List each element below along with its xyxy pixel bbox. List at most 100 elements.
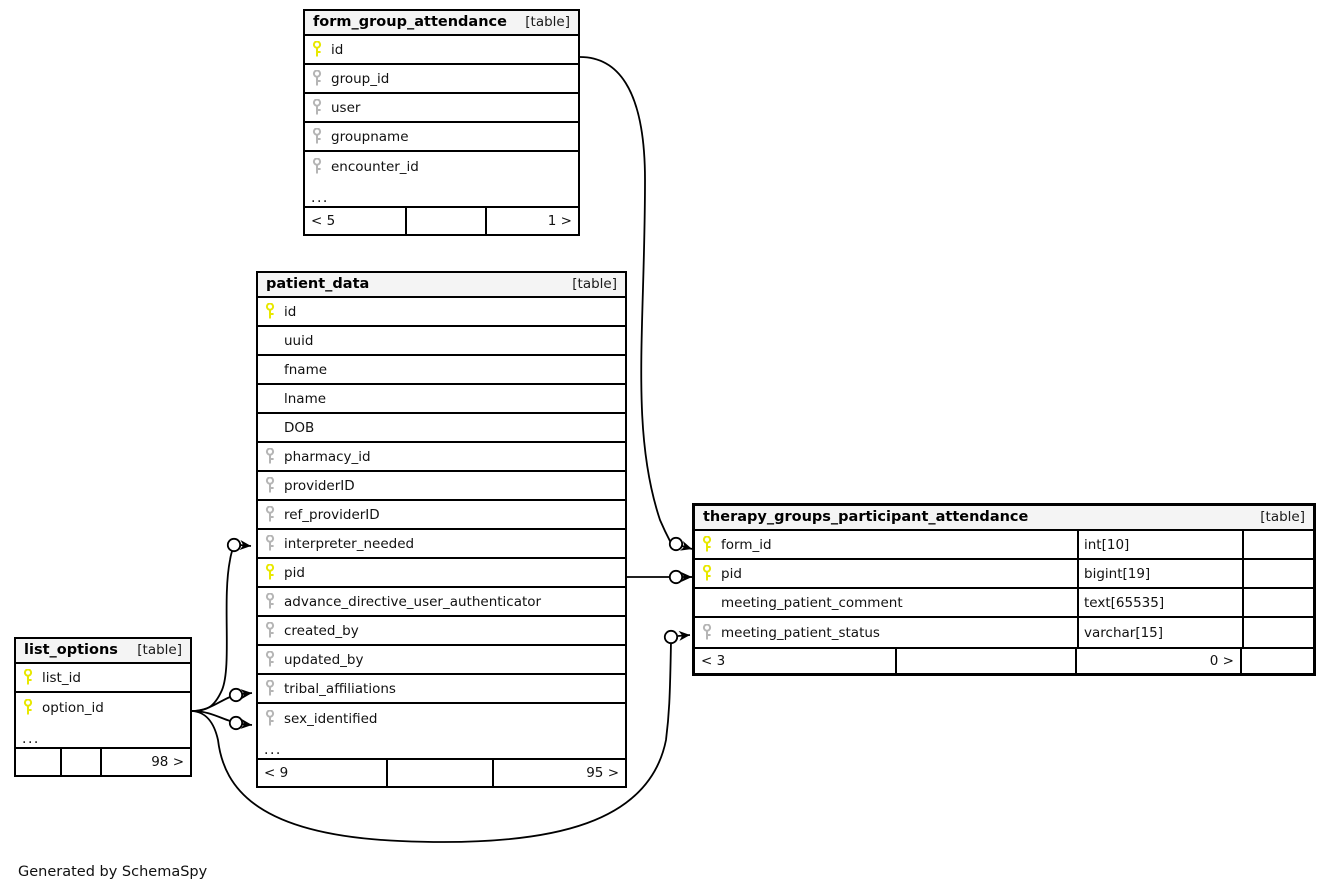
column-extra [1242,531,1313,558]
column-name: created_by [284,622,359,639]
table-row[interactable]: ref_providerID [258,501,625,530]
table-header-patient_data: patient_data [table] [258,273,625,298]
footer-middle [60,749,100,775]
column-name: lname [284,390,327,407]
table-row[interactable]: id [258,298,625,327]
column-name: pid [284,564,305,581]
table-list_options[interactable]: list_options [table] list_id option_id .… [14,637,192,777]
foreign-key-icon [305,158,329,175]
primary-key-icon [695,565,719,582]
table-row[interactable]: tribal_affiliations [258,675,625,704]
table-row[interactable]: pid [258,559,625,588]
table-form_group_attendance[interactable]: form_group_attendance [table] id group_i… [303,9,580,236]
column-name: meeting_patient_comment [721,594,903,611]
foreign-key-icon [258,506,282,523]
table-row[interactable]: interpreter_needed [258,530,625,559]
foreign-key-icon [695,624,719,641]
table-row[interactable]: pid bigint[19] [695,560,1313,589]
table-row[interactable]: encounter_id [305,152,578,181]
table-row[interactable]: updated_by [258,646,625,675]
column-name: id [284,303,297,320]
table-row[interactable]: pharmacy_id [258,443,625,472]
footer-children-count[interactable]: 98 > [100,749,190,775]
table-row[interactable]: option_id [16,693,190,722]
table-row[interactable]: id [305,36,578,65]
column-name: user [331,99,361,116]
column-name: tribal_affiliations [284,680,396,697]
footer-parents-count[interactable]: < 9 [264,765,289,781]
primary-key-icon [16,669,40,686]
table-row[interactable]: meeting_patient_comment text[65535] [695,589,1313,618]
column-list: list_id option_id [16,664,190,722]
table-row[interactable]: providerID [258,472,625,501]
primary-key-icon [305,41,329,58]
table-row[interactable]: list_id [16,664,190,693]
connector-listoptions-to-tribal-affiliations [191,687,253,712]
table-row[interactable]: lname [258,385,625,414]
footer-parents-count[interactable] [16,749,60,775]
foreign-key-icon [258,710,282,727]
table-title: patient_data [266,276,370,292]
table-footer: 98 > [16,749,190,775]
foreign-key-icon [258,622,282,639]
table-row[interactable]: groupname [305,123,578,152]
footer-middle [895,649,1075,673]
column-name: groupname [331,128,409,145]
footer-parents-count[interactable]: < 5 [311,213,336,229]
footer-parents-count[interactable]: < 3 [701,653,726,669]
foreign-key-icon [258,593,282,610]
ellipsis-label: ... [264,742,282,758]
table-row[interactable]: user [305,94,578,123]
column-extra [1242,618,1313,647]
table-row[interactable]: form_id int[10] [695,531,1313,560]
table-row[interactable]: uuid [258,327,625,356]
footer-middle [386,760,492,786]
footer-children-count[interactable]: 95 > [492,760,625,786]
column-type: text[65535] [1077,589,1242,616]
table-patient_data[interactable]: patient_data [table] id uuid fname lname [256,271,627,788]
primary-key-icon [16,699,40,716]
column-type: bigint[19] [1077,560,1242,587]
footer-children-count[interactable]: 0 > [1075,649,1240,673]
table-title: therapy_groups_participant_attendance [703,509,1029,525]
column-extra [1242,560,1313,587]
table-row[interactable]: fname [258,356,625,385]
column-list: id uuid fname lname DOB p [258,298,625,733]
foreign-key-icon [305,70,329,87]
column-name: group_id [331,70,390,87]
connector-listoptions-to-sex-identified [191,710,253,731]
footer-extra [1240,649,1313,673]
footer-children-count[interactable]: 1 > [485,208,578,234]
footer-middle [405,208,485,234]
foreign-key-icon [258,448,282,465]
column-name: pharmacy_id [284,448,371,465]
table-row[interactable]: advance_directive_user_authenticator [258,588,625,617]
primary-key-icon [258,303,282,320]
table-tag: [table] [137,642,182,658]
more-columns-indicator: ... [305,181,578,208]
table-row[interactable]: DOB [258,414,625,443]
table-title: form_group_attendance [313,14,507,30]
foreign-key-icon [258,651,282,668]
ellipsis-label: ... [311,190,329,206]
primary-key-icon [695,536,719,553]
column-name: meeting_patient_status [721,624,880,641]
column-name: encounter_id [331,158,419,175]
generated-by-note: Generated by SchemaSpy [18,864,208,880]
foreign-key-icon [305,99,329,116]
table-row[interactable]: group_id [305,65,578,94]
table-row[interactable]: sex_identified [258,704,625,733]
table-therapy_groups_participant_attendance[interactable]: therapy_groups_participant_attendance [t… [692,503,1316,676]
table-header-therapy_groups_participant_attendance: therapy_groups_participant_attendance [t… [695,506,1313,531]
connector-patientdata-pid-to-tgpa-pid [627,569,692,585]
column-name: sex_identified [284,710,378,727]
table-footer: < 5 1 > [305,208,578,234]
connector-listoptions-to-interpreter-needed [191,537,252,712]
column-extra [1242,589,1313,616]
column-name: advance_directive_user_authenticator [284,593,542,610]
table-tag: [table] [525,14,570,30]
table-footer: < 9 95 > [258,760,625,786]
table-row[interactable]: created_by [258,617,625,646]
table-row[interactable]: meeting_patient_status varchar[15] [695,618,1313,647]
